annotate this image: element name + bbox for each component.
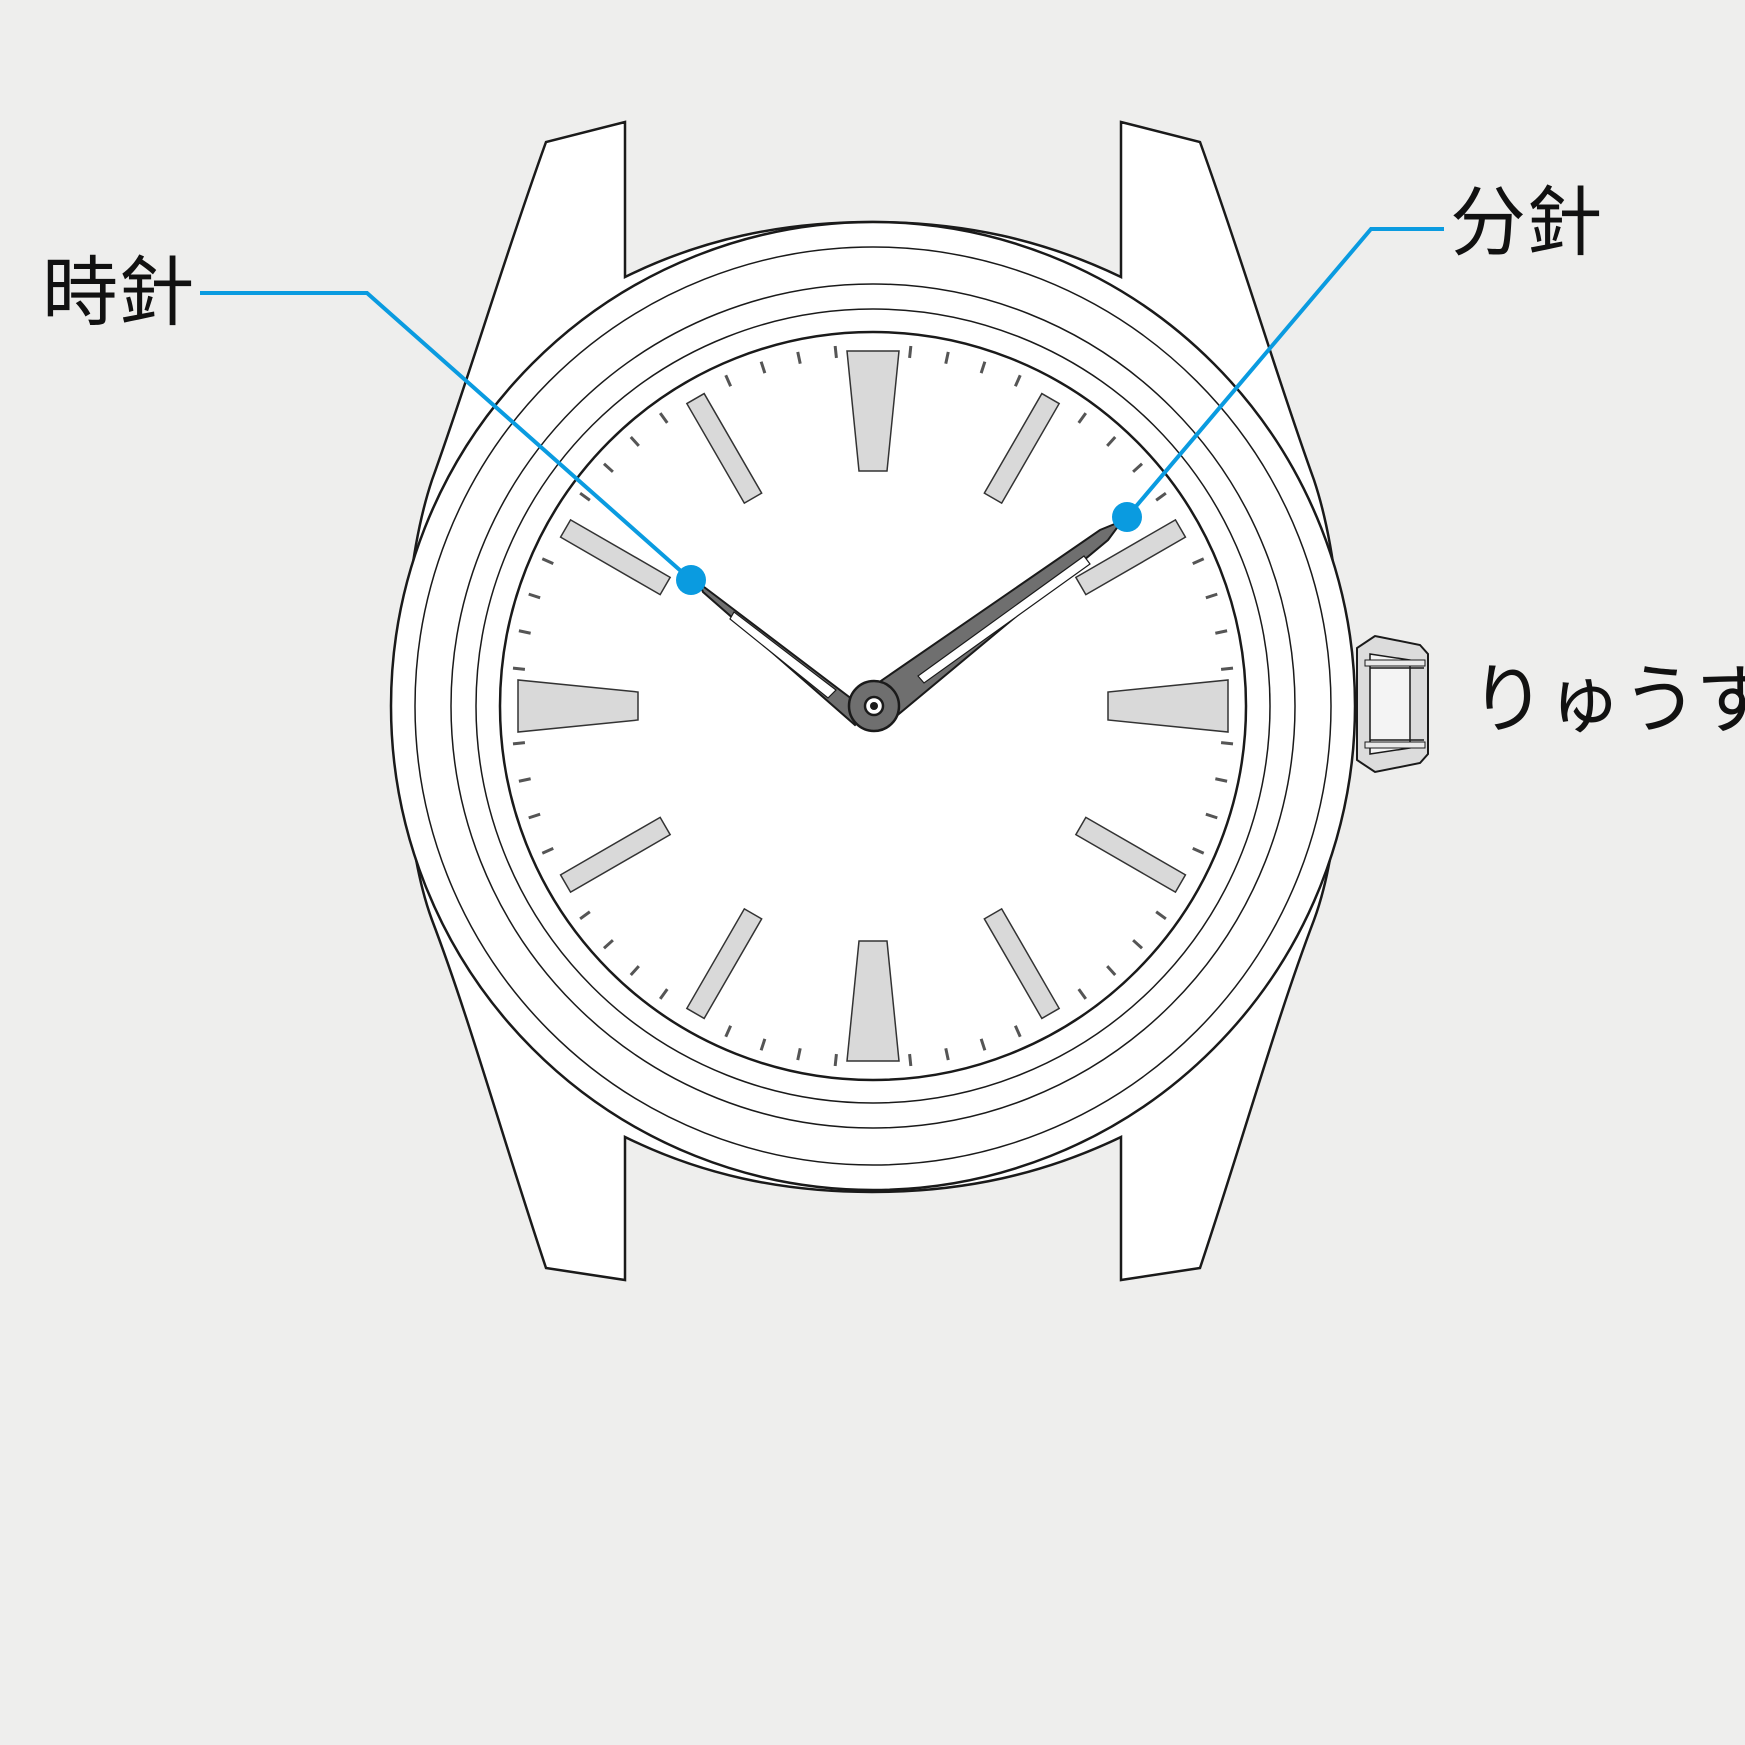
minute-tick — [1106, 435, 1117, 447]
minute-tick — [1106, 965, 1117, 977]
minute-tick — [579, 492, 591, 502]
minute-tick — [796, 1048, 802, 1061]
bezel-middle-ring — [450, 283, 1296, 1129]
minute-hand-leader-dot — [1112, 502, 1142, 532]
hour-index — [685, 392, 763, 505]
minute-tick — [944, 1048, 950, 1061]
bezel-inner-ring — [475, 308, 1271, 1104]
minute-tick — [629, 435, 640, 447]
minute-tick — [541, 557, 554, 566]
minute-tick — [1215, 777, 1228, 783]
minute-tick — [659, 412, 669, 424]
minute-tick — [602, 939, 614, 950]
minute-tick — [512, 666, 526, 671]
minute-tick — [759, 1038, 767, 1051]
minute-tick — [979, 1038, 987, 1051]
minute-tick — [1132, 462, 1144, 473]
hour-index — [846, 940, 900, 1062]
hour-index — [983, 392, 1061, 505]
crown-label: りゅうず — [1470, 655, 1745, 744]
hour-hand-leader-line — [200, 291, 693, 582]
minute-tick — [659, 988, 669, 1000]
minute-tick — [1215, 629, 1228, 635]
bezel-outer-ring — [414, 246, 1332, 1166]
hour-index — [1074, 518, 1187, 596]
hour-index — [559, 518, 672, 596]
hour-index — [1074, 816, 1187, 894]
hour-indices — [517, 350, 1229, 1062]
minute-tick — [724, 374, 733, 387]
minute-tick — [796, 351, 802, 364]
minute-tick — [1155, 910, 1167, 920]
minute-tick — [1192, 846, 1205, 855]
minute-tick — [833, 345, 838, 359]
minute-tick — [518, 777, 531, 783]
minute-tick — [1220, 666, 1234, 671]
minute-tick — [833, 1053, 838, 1067]
hour-index — [983, 907, 1061, 1020]
hour-index — [517, 679, 639, 733]
minute-ticks — [512, 345, 1234, 1067]
minute-tick — [579, 910, 591, 920]
hour-index — [685, 907, 763, 1020]
minute-tick — [541, 846, 554, 855]
minute-hand-label: 分針 — [1450, 178, 1602, 267]
minute-tick — [1220, 741, 1234, 746]
minute-tick — [908, 1053, 913, 1067]
minute-hand-leader-line — [1125, 227, 1444, 519]
minute-tick — [512, 741, 526, 746]
hour-index — [1107, 679, 1229, 733]
minute-tick — [528, 592, 541, 600]
minute-tick — [1205, 812, 1218, 820]
hour-hand-label: 時針 — [42, 248, 194, 337]
hour-index — [846, 350, 900, 472]
minute-tick — [979, 361, 987, 374]
minute-tick — [1077, 412, 1087, 424]
minute-tick — [1013, 374, 1022, 387]
minute-tick — [944, 351, 950, 364]
minute-tick — [1205, 592, 1218, 600]
minute-tick — [908, 345, 913, 359]
minute-tick — [528, 812, 541, 820]
minute-tick — [1013, 1025, 1022, 1038]
minute-tick — [1155, 492, 1167, 502]
minute-tick — [1077, 988, 1087, 1000]
crown-icon — [1356, 634, 1429, 774]
minute-tick — [1192, 557, 1205, 566]
minute-tick — [759, 361, 767, 374]
minute-tick — [629, 965, 640, 977]
hour-index — [559, 816, 672, 894]
minute-tick — [1132, 939, 1144, 950]
minute-tick — [724, 1025, 733, 1038]
minute-tick — [602, 462, 614, 473]
hour-hand-leader-dot — [676, 565, 706, 595]
minute-tick — [518, 629, 531, 635]
